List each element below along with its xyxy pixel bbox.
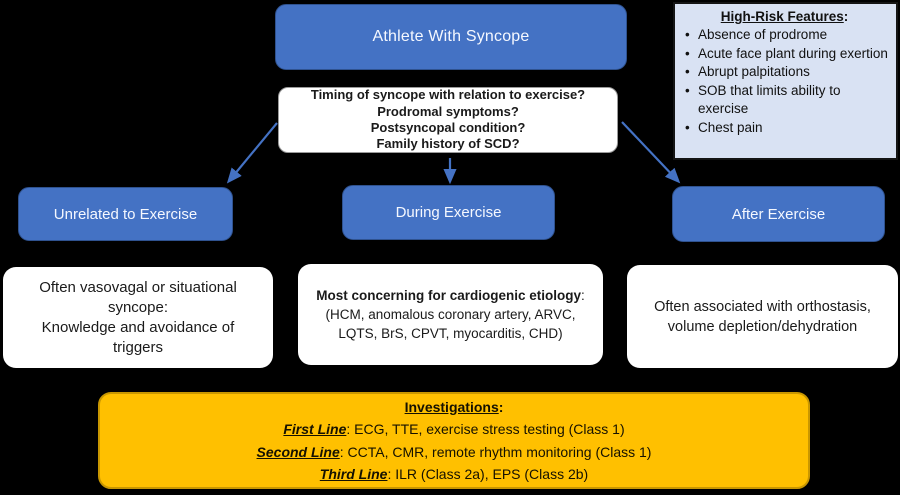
during-detail-rest: (HCM, anomalous coronary artery, ARVC, L…: [325, 307, 576, 341]
node-athlete-label: Athlete With Syncope: [372, 28, 530, 45]
node-during-exercise: During Exercise: [342, 185, 555, 240]
arrow-to-after-icon: [621, 121, 681, 184]
arrow-to-unrelated-icon: [226, 122, 278, 184]
investigations-line: First Line: ECG, TTE, exercise stress te…: [283, 421, 625, 438]
high-risk-panel: High-Risk Features: Absence of prodrome …: [673, 2, 898, 160]
question-line: Prodromal symptoms?: [377, 103, 519, 119]
high-risk-item: SOB that limits ability to exercise: [681, 82, 888, 119]
question-box: Timing of syncope with relation to exerc…: [278, 87, 618, 153]
high-risk-item: Acute face plant during exertion: [681, 45, 888, 64]
investigations-line: Third Line: ILR (Class 2a), EPS (Class 2…: [319, 465, 589, 482]
unrelated-detail-line: Knowledge and avoidance of triggers: [41, 318, 235, 356]
investigations-title: Investigations:: [404, 398, 504, 415]
high-risk-title: High-Risk Features:: [720, 9, 849, 24]
investigations-line: Second Line: CCTA, CMR, remote rhythm mo…: [256, 443, 652, 460]
after-detail-box: Often associated with orthostasis, volum…: [627, 265, 898, 368]
high-risk-item: Abrupt palpitations: [681, 63, 888, 82]
investigations-box: Investigations: First Line: ECG, TTE, ex…: [98, 392, 810, 489]
during-detail-lead: Most concerning for cardiogenic etiology…: [316, 288, 585, 303]
question-line: Timing of syncope with relation to exerc…: [310, 87, 586, 103]
during-detail-box: Most concerning for cardiogenic etiology…: [298, 264, 603, 365]
question-line: Family history of SCD?: [376, 136, 520, 152]
high-risk-item: Chest pain: [681, 119, 888, 138]
high-risk-item: Absence of prodrome: [681, 26, 888, 45]
node-after-label: After Exercise: [731, 205, 826, 223]
node-unrelated-to-exercise: Unrelated to Exercise: [18, 187, 233, 241]
after-detail-text: Often associated with orthostasis, volum…: [654, 298, 871, 335]
high-risk-list: Absence of prodrome Acute face plant dur…: [681, 26, 888, 138]
node-during-label: During Exercise: [395, 204, 502, 221]
question-line: Postsyncopal condition?: [370, 120, 526, 135]
node-athlete-with-syncope: Athlete With Syncope: [275, 4, 627, 70]
node-unrelated-label: Unrelated to Exercise: [53, 205, 198, 223]
unrelated-detail-line: Often vasovagal or situational syncope:: [39, 278, 237, 316]
unrelated-detail-box: Often vasovagal or situational syncope: …: [3, 267, 273, 368]
node-after-exercise: After Exercise: [672, 186, 885, 242]
